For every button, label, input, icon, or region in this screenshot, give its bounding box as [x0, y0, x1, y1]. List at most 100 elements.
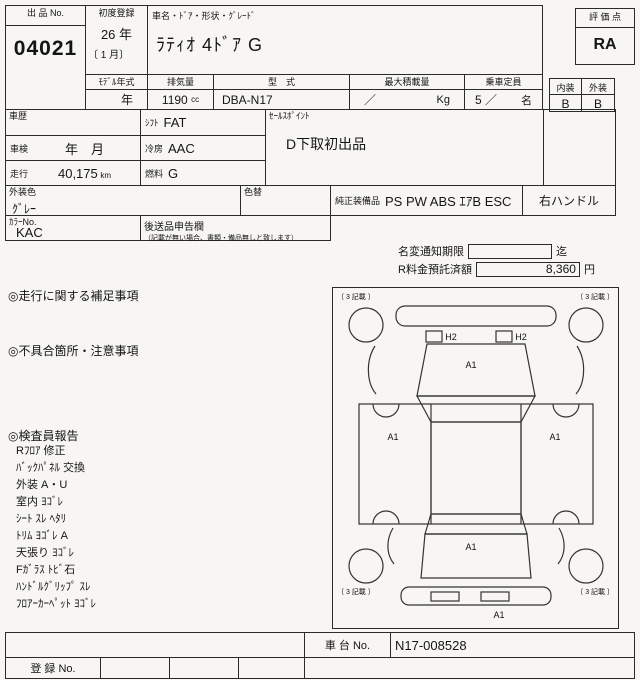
grade-box: 内装 外装 B B [549, 78, 615, 112]
car-damage-diagram: H2 H2 A1 A1 A1 A1 A1 〔 3 記載 〕 〔 3 記載 〕 〔… [337, 292, 614, 620]
history-cell: 車歴 [5, 109, 141, 136]
registration-empty-cell [169, 657, 239, 679]
model-code-label: 型 式 [214, 75, 349, 90]
fuel-label: 燃料 [145, 168, 164, 179]
fender-front-right [575, 345, 585, 395]
exhibit-no-cell: 出 品 No. 04021 [5, 5, 86, 110]
body-sides-panel [358, 403, 594, 525]
inspector-report-item: ｼｰﾄ ｽﾚ ﾍﾀﾘ [16, 513, 67, 525]
mileage-number: 40,175 [57, 165, 98, 181]
steering-value: 右ハンドル [538, 194, 599, 208]
evaluation-value: RA [593, 36, 617, 53]
fender-front-left [367, 345, 377, 395]
registration-no-label-cell: 登 録 No. [5, 657, 101, 679]
max-load-label: 最大積載量 [350, 75, 464, 90]
inspector-report-item: ﾌﾛｱｰｶｰﾍﾟｯﾄ ﾖｺﾞﾚ [16, 598, 97, 610]
interior-grade-label: 内装 [550, 79, 582, 95]
exhibit-no-value: 04021 [13, 37, 78, 60]
exterior-color-value: ｸﾞﾚｰ [12, 202, 37, 216]
registration-empty-cell [238, 657, 305, 679]
deposit-label: R料金預託済額 [398, 264, 472, 276]
inspection-label: 車検 [10, 143, 29, 154]
exterior-grade-value: B [593, 97, 602, 111]
inspector-report-item: ﾊﾞｯｸﾊﾟﾈﾙ 交換 [16, 462, 86, 474]
deposit-value: 8,360 [545, 262, 576, 276]
wheel-arch [552, 510, 580, 525]
front-bumper [395, 305, 557, 327]
deposit-unit: 円 [583, 264, 595, 276]
corner-mark-bottom-right: 〔 3 記載 〕 [576, 587, 614, 596]
wheel-rear-right [568, 548, 604, 584]
evaluation-cell: 評 価 点 RA [575, 8, 635, 65]
registration-no-label: 登 録 No. [30, 663, 76, 675]
mileage-label: 走行 [10, 168, 29, 179]
car-name-value: ﾗﾃｨｵ 4ﾄﾞｱ G [156, 35, 264, 55]
capacity-value: 5 ／ 名 [465, 90, 542, 109]
mileage-value: 40,175 km [33, 166, 136, 181]
corner-mark-top-left: 〔 3 記載 〕 [337, 292, 375, 301]
equipment-label: 純正装備品 [335, 196, 381, 206]
wheel-arch [552, 403, 580, 418]
capacity-number: 5 ／ [475, 93, 498, 107]
mileage-unit: km [100, 170, 112, 180]
hood-mark: A1 [465, 360, 476, 370]
max-load-number: ／ [364, 93, 377, 107]
shift-value: FAT [163, 115, 187, 130]
first-registration-label: 初度登録 [98, 8, 135, 18]
color-change-cell: 色替 [240, 185, 331, 216]
car-name-label: 車名・ﾄﾞｱ・形状・ｸﾞﾚｰﾄﾞ [152, 11, 256, 21]
exterior-grade-label: 外装 [582, 79, 614, 95]
wheel-arch [372, 510, 400, 525]
later-items-cell: 後送品申告欄 （記載が無い場合、書類・備品無しと致します） [140, 215, 331, 242]
fender-rear-right [557, 527, 565, 565]
displacement-number: 1190 [161, 92, 188, 107]
headlight-right-mark: H2 [515, 332, 527, 342]
trunk [420, 533, 532, 579]
registration-empty-cell [100, 657, 170, 679]
wheel-rear-left [348, 548, 384, 584]
headlight-right [495, 330, 513, 343]
inspection-value: 年 月 [65, 141, 105, 157]
wheel-front-left [348, 307, 384, 343]
side-right-mark: A1 [549, 432, 560, 442]
model-year-value: 年 [120, 93, 133, 107]
color-change-label: 色替 [244, 187, 263, 197]
chassis-no-label: 車 台 No. [324, 640, 371, 652]
roof [430, 421, 522, 515]
steering-cell: 右ハンドル [522, 185, 616, 216]
exhibit-no-label: 出 品 No. [6, 6, 85, 26]
ac-value: AAC [168, 140, 195, 156]
trunk-mark: A1 [465, 542, 476, 552]
mileage-cell: 走行 40,175 km [5, 160, 141, 186]
capacity-cell: 乗車定員 5 ／ 名 [464, 74, 543, 110]
model-year-label: ﾓﾃﾞﾙ年式 [86, 75, 147, 90]
chassis-no-value-cell: N17-008528 [390, 632, 635, 658]
first-registration-month: 〔 1 月〕 [88, 50, 130, 61]
sales-point-label: ｾｰﾙｽﾎﾟｲﾝﾄ [269, 111, 310, 121]
fuel-value: G [168, 165, 179, 181]
deposit-row: R料金預託済額 8,360 円 [398, 261, 595, 277]
chassis-no-label-cell: 車 台 No. [304, 632, 391, 658]
name-change-label: 名変通知期限 [398, 246, 464, 258]
inspector-report-item: Rﾌﾛｱ 修正 [16, 445, 66, 457]
inspector-report-item: 外装 A・U [16, 479, 68, 491]
deposit-box: 8,360 [475, 261, 580, 277]
max-load-value: ／Kg [350, 90, 464, 109]
color-no-cell: ｶﾗｰNo. KAC [5, 215, 141, 241]
exterior-color-cell: 外装色 ｸﾞﾚｰ [5, 185, 241, 216]
corner-mark-top-right: 〔 3 記載 〕 [576, 292, 614, 301]
rear-plate-right [480, 591, 510, 602]
history-label: 車歴 [9, 111, 28, 121]
ac-label: 冷房 [145, 143, 164, 154]
capacity-label: 乗車定員 [465, 75, 542, 90]
displacement-value: 1190 cc [148, 90, 213, 109]
displacement-cell: 排気量 1190 cc [147, 74, 214, 110]
defect-notes-title: ◎不具合箇所・注意事項 [8, 344, 139, 358]
windshield [415, 395, 537, 423]
inspector-report-list: Rﾌﾛｱ 修正 ﾊﾞｯｸﾊﾟﾈﾙ 交換 外装 A・U 室内 ﾖｺﾞﾚ ｼｰﾄ ｽ… [16, 443, 96, 613]
inspector-report-item: 天張り ﾖｺﾞﾚ [16, 547, 75, 559]
rear-bumper [400, 586, 552, 606]
capacity-unit: 名 [521, 94, 532, 107]
later-items-label: 後送品申告欄 [144, 222, 204, 233]
